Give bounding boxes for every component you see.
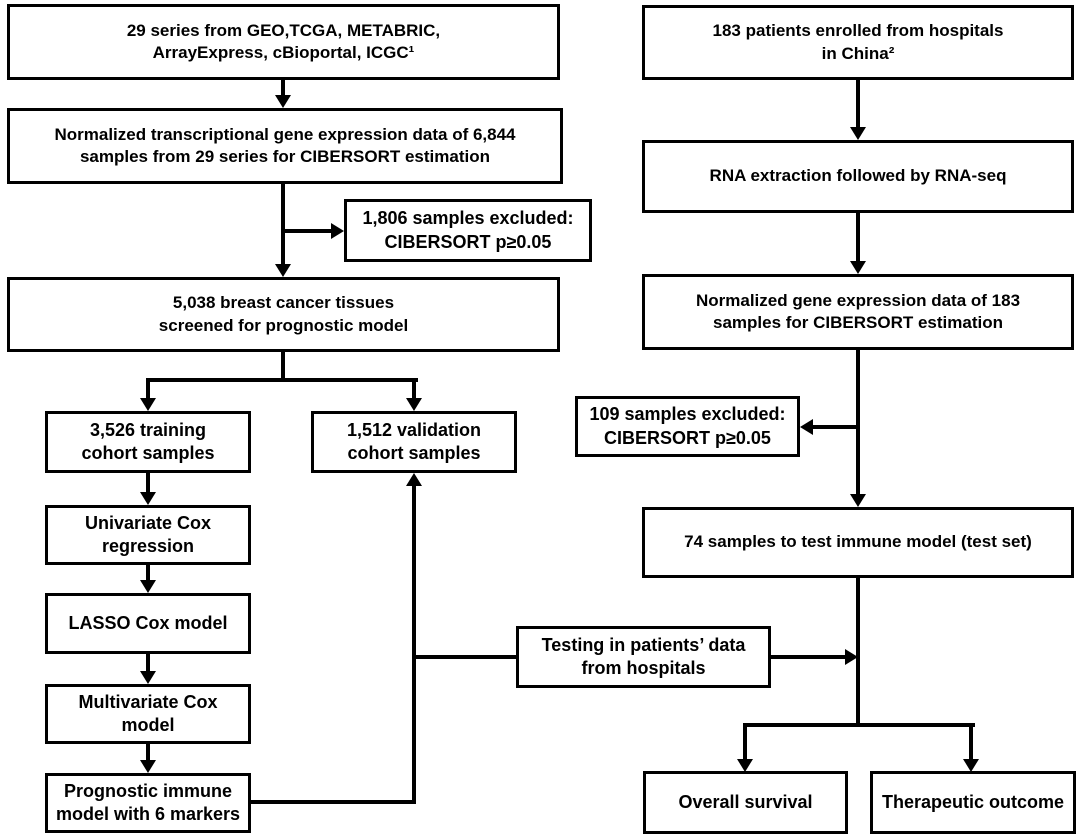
edge-patients-to-rna-arrowhead xyxy=(850,127,866,140)
edge-lasso-to-multivariate-shaft xyxy=(146,654,150,672)
node-normalized-6844: Normalized transcriptional gene expressi… xyxy=(7,108,563,184)
edge-split-to-training-arrowhead xyxy=(140,398,156,411)
edge-branch-excluded-109-arrowhead xyxy=(800,419,813,435)
node-tissues-5038: 5,038 breast cancer tissues screened for… xyxy=(7,277,560,352)
edge-testing-to-mainline-shaft xyxy=(771,655,846,659)
node-training-3526: 3,526 training cohort samples xyxy=(45,411,251,473)
edge-split-to-validation-arrowhead xyxy=(406,398,422,411)
node-rna-extraction: RNA extraction followed by RNA-seq xyxy=(642,140,1074,213)
edge-branch-excluded-1806-arrowhead xyxy=(331,223,344,239)
node-excluded-109: 109 samples excluded: CIBERSORT p≥0.05 xyxy=(575,396,800,457)
edge-normalized183-to-testset-arrowhead xyxy=(850,494,866,507)
node-therapeutic-outcome: Therapeutic outcome xyxy=(870,771,1076,834)
edge-univariate-to-lasso-arrowhead xyxy=(140,580,156,593)
node-excluded-1806: 1,806 samples excluded: CIBERSORT p≥0.05 xyxy=(344,199,592,262)
edge-lasso-to-multivariate-arrowhead xyxy=(140,671,156,684)
edge-multivariate-to-prognostic-arrowhead xyxy=(140,760,156,773)
edge-normalized-to-tissues-shaft xyxy=(281,184,285,265)
edge-multivariate-to-prognostic-shaft xyxy=(146,744,150,761)
edge-split-to-validation-shaft xyxy=(412,378,416,399)
edge-prognostic-elbow-vertical xyxy=(412,486,416,804)
edge-branch-excluded-109-shaft xyxy=(812,425,858,429)
node-series-sources: 29 series from GEO,TCGA, METABRIC, Array… xyxy=(7,4,560,80)
edge-training-to-univariate-shaft xyxy=(146,473,150,493)
edge-elbow-to-testing-shaft xyxy=(412,655,516,659)
node-lasso-cox: LASSO Cox model xyxy=(45,593,251,654)
edge-patients-to-rna-shaft xyxy=(856,80,860,128)
node-prognostic-model: Prognostic immune model with 6 markers xyxy=(45,773,251,833)
node-testing-hospitals: Testing in patients’ data from hospitals xyxy=(516,626,771,688)
node-overall-survival: Overall survival xyxy=(643,771,848,834)
edge-prognostic-elbow-horizontal xyxy=(251,800,416,804)
node-test-set-74: 74 samples to test immune model (test se… xyxy=(642,507,1074,578)
edge-branch-excluded-1806-shaft xyxy=(281,229,333,233)
edge-prognostic-to-validation-arrowhead xyxy=(406,473,422,486)
node-normalized-183: Normalized gene expression data of 183 s… xyxy=(642,274,1074,350)
edge-series-to-normalized-shaft xyxy=(281,80,285,96)
edge-univariate-to-lasso-shaft xyxy=(146,565,150,581)
edge-tissues-split-bar xyxy=(146,378,418,382)
edge-normalized183-to-testset-shaft xyxy=(856,350,860,495)
edge-rna-to-normalized183-shaft xyxy=(856,213,860,262)
edge-normalized-to-tissues-arrowhead xyxy=(275,264,291,277)
edge-testing-to-mainline-arrowhead xyxy=(845,649,858,665)
edge-split-to-training-shaft xyxy=(146,378,150,399)
edge-series-to-normalized-arrowhead xyxy=(275,95,291,108)
edge-split-to-survival-shaft xyxy=(743,723,747,760)
node-validation-1512: 1,512 validation cohort samples xyxy=(311,411,517,473)
edge-split-to-outcome-arrowhead xyxy=(963,759,979,772)
node-univariate-cox: Univariate Cox regression xyxy=(45,505,251,565)
edge-tissues-split-stem xyxy=(281,352,285,382)
edge-testset-split-bar xyxy=(743,723,975,727)
edge-training-to-univariate-arrowhead xyxy=(140,492,156,505)
node-patients-183: 183 patients enrolled from hospitals in … xyxy=(642,5,1074,80)
edge-rna-to-normalized183-arrowhead xyxy=(850,261,866,274)
edge-split-to-survival-arrowhead xyxy=(737,759,753,772)
node-multivariate-cox: Multivariate Cox model xyxy=(45,684,251,744)
edge-testset-split-stem xyxy=(856,578,860,727)
edge-split-to-outcome-shaft xyxy=(969,723,973,760)
